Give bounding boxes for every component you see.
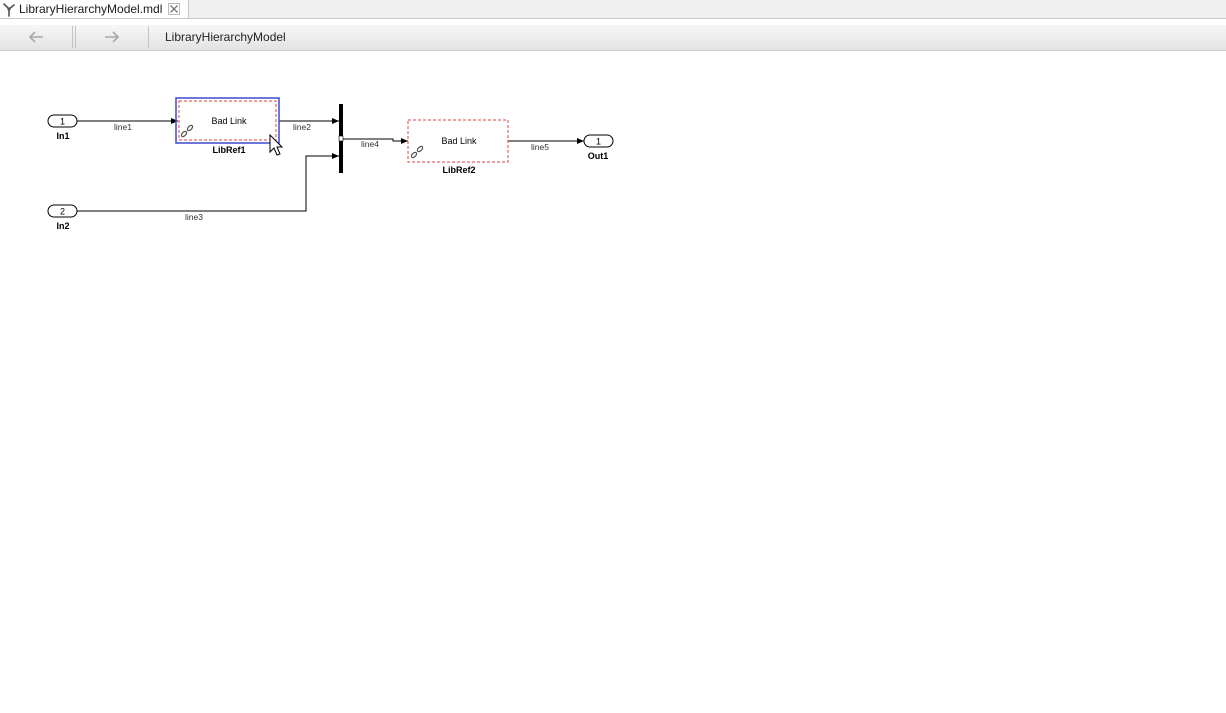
signal-label-line2: line2: [293, 122, 311, 132]
inport-in1-number: 1: [60, 117, 65, 127]
editor-tab-bar: LibraryHierarchyModel.mdl: [0, 0, 1226, 19]
inport-in2-number: 2: [60, 207, 65, 217]
tab-library-hierarchy-model[interactable]: LibraryHierarchyModel.mdl: [0, 0, 189, 18]
inport-in2[interactable]: 2 In2: [47, 204, 78, 231]
signal-line4[interactable]: [343, 138, 408, 144]
outport-out1-number: 1: [596, 137, 601, 147]
library-link-icon: [180, 124, 194, 138]
libref2-text: Bad Link: [441, 136, 477, 146]
outport-out1-name: Out1: [588, 151, 609, 161]
back-button[interactable]: [0, 26, 73, 48]
signal-label-line3: line3: [185, 212, 203, 222]
libref2-name: LibRef2: [442, 165, 475, 175]
block-libref1[interactable]: Bad Link LibRef1: [175, 97, 280, 155]
library-link-icon: [410, 145, 424, 159]
forward-button[interactable]: [75, 26, 149, 48]
libref1-name: LibRef1: [212, 145, 245, 155]
tab-title: LibraryHierarchyModel.mdl: [19, 2, 163, 16]
inport-in2-name: In2: [56, 221, 69, 231]
signal-label-line1: line1: [114, 122, 132, 132]
mux-block[interactable]: [338, 104, 344, 173]
inport-in1[interactable]: 1 In1: [47, 114, 78, 141]
simulink-model-icon: [3, 3, 15, 17]
block-diagram: line1 line2 line3 line4 line5 1 In1 2 In…: [47, 97, 614, 231]
mouse-cursor-icon: [269, 133, 284, 156]
inport-in1-name: In1: [56, 131, 69, 141]
arrow-right-icon: [105, 31, 120, 43]
breadcrumb-model[interactable]: LibraryHierarchyModel: [165, 30, 286, 44]
outport-out1[interactable]: 1 Out1: [583, 134, 614, 161]
navigation-bar: LibraryHierarchyModel: [0, 25, 1226, 51]
signal-label-line4: line4: [361, 139, 379, 149]
signal-line3[interactable]: [77, 153, 339, 212]
block-libref2[interactable]: Bad Link LibRef2: [407, 119, 509, 175]
close-icon[interactable]: [168, 3, 181, 15]
libref1-text: Bad Link: [211, 116, 247, 126]
signal-label-line5: line5: [531, 142, 549, 152]
arrow-left-icon: [28, 31, 43, 43]
model-canvas[interactable]: line1 line2 line3 line4 line5 1 In1 2 In…: [0, 51, 1226, 713]
